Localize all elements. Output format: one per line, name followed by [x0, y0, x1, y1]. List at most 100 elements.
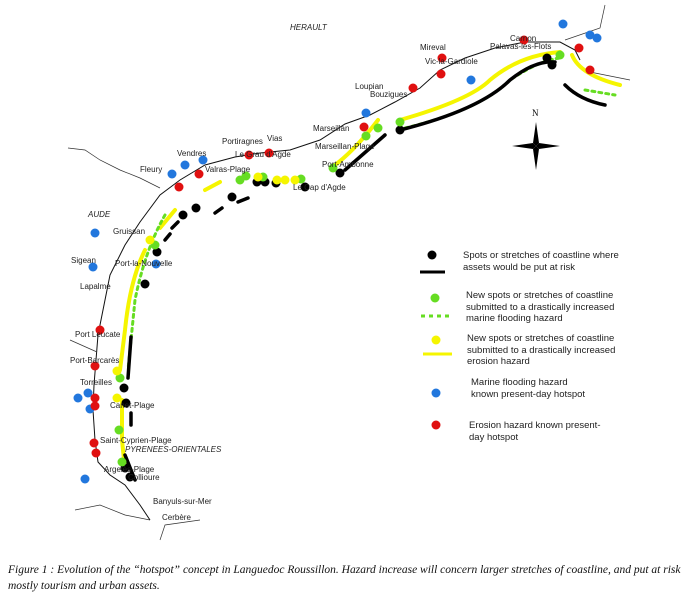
place-label: Cerbère: [162, 513, 191, 522]
place-label: Vias: [267, 134, 283, 143]
place-label: Le Grau d'Agde: [235, 150, 291, 159]
erosion-increase-dot: [253, 172, 263, 182]
flooding-hotspot-dot: [80, 474, 90, 484]
assets-at-risk-stretch: [343, 133, 387, 172]
legend-item-erosion-hotspot: Erosion hazard known present-day hotspot: [469, 420, 601, 443]
erosion-increase-dot: [290, 175, 300, 185]
department-label: HERAULT: [290, 23, 327, 32]
erosion-stretch: [333, 118, 380, 167]
place-label: Carnon: [510, 34, 537, 43]
flooding-hotspot-dot: [361, 108, 371, 118]
assets-at-risk-dot: [178, 210, 188, 220]
place-label: Port-Barcarès: [70, 356, 120, 365]
flooding-hotspot-dot: [558, 19, 568, 29]
erosion-increase-dot: [112, 393, 122, 403]
north-label: N: [532, 108, 539, 118]
assets-at-risk-dot: [152, 247, 162, 257]
place-label: Port-la-Nouvelle: [115, 259, 173, 268]
legend-item-erosion-increase: New spots or stretches of coastline subm…: [467, 333, 616, 367]
place-label: Mireval: [420, 43, 446, 52]
flooding-increase-dot: [115, 373, 125, 383]
erosion-stretch: [118, 180, 222, 472]
place-label: Fleury: [140, 165, 163, 174]
erosion-hotspot-dot: [90, 393, 100, 403]
place-label: Sigean: [71, 256, 96, 265]
erosion-increase-dot: [145, 235, 155, 245]
place-label: Banyuls-sur-Mer: [153, 497, 212, 506]
assets-at-risk-dot: [119, 383, 129, 393]
place-label: Le Cap d'Agde: [293, 183, 346, 192]
place-label: Vendres: [177, 149, 207, 158]
erosion-hotspot-dot: [174, 182, 184, 192]
place-label: Marseillan: [313, 124, 350, 133]
erosion-hotspot-dot: [519, 35, 529, 45]
map-canvas: [67, 4, 631, 541]
place-label: Valras-Plage: [205, 165, 251, 174]
erosion-hotspot-dot: [585, 65, 595, 75]
flooding-hotspot-dot: [73, 393, 83, 403]
place-label: Collioure: [128, 473, 160, 482]
figure-caption: Figure 1 : Evolution of the “hotspot” co…: [8, 564, 681, 592]
assets-at-risk-dot: [542, 53, 552, 63]
place-label: Palavas-les-Flots: [490, 42, 552, 51]
erosion-hotspot-dot: [408, 83, 418, 93]
erosion-hotspot-dot: [91, 448, 101, 458]
place-label: Port Leucate: [75, 330, 121, 339]
legend-item-flooding-hotspot: Marine flooding hazard known present-day…: [471, 377, 586, 400]
place-label: Marseillan-Plage: [315, 142, 375, 151]
erosion-increase-dot: [272, 175, 282, 185]
flooding-increase-dot: [395, 117, 405, 127]
flooding-hotspot-dot: [90, 228, 100, 238]
place-label: Torreilles: [80, 378, 113, 387]
erosion-hotspot-dot: [90, 401, 100, 411]
erosion-increase-dot: [112, 366, 122, 376]
assets-at-risk-dot: [227, 192, 237, 202]
erosion-hotspot-dot: [264, 148, 274, 158]
place-label: Port-Ambonne: [322, 160, 374, 169]
assets-at-risk-dot: [395, 125, 405, 135]
place-label: Portiragnes: [222, 137, 263, 146]
place-label: Bouzigues: [370, 90, 408, 99]
flooding-hotspot-dot: [88, 262, 98, 272]
flooding-hotspot-dot: [585, 30, 595, 40]
flooding-increase-dot: [328, 163, 338, 173]
place-label: Saint-Cyprien-Plage: [100, 436, 172, 445]
erosion-hotspot-dot: [574, 43, 584, 53]
erosion-hotspot-dot: [90, 361, 100, 371]
legend-item-assets-at-risk: Spots or stretches of coastline where as…: [463, 250, 619, 273]
erosion-hotspot-dot: [244, 150, 254, 160]
flooding-hotspot-dot: [83, 388, 93, 398]
assets-at-risk-dot: [125, 472, 135, 482]
department-label: AUDE: [88, 210, 111, 219]
place-label: Argelès-Plage: [104, 465, 155, 474]
flooding-increase-dot: [114, 425, 124, 435]
erosion-hotspot-dot: [359, 122, 369, 132]
flooding-increase-dot: [117, 457, 127, 467]
erosion-hotspot-dot: [436, 69, 446, 79]
flooding-hotspot-dot: [180, 160, 190, 170]
flooding-stretch: [126, 213, 167, 372]
legend-item-flooding-increase: New spots or stretches of coastline subm…: [466, 290, 615, 324]
compass-rose-icon: [512, 122, 560, 170]
place-label: Vic-la-Gardiole: [425, 57, 478, 66]
assets-at-risk-dot: [335, 168, 345, 178]
erosion-stretch: [398, 50, 562, 122]
assets-at-risk-stretch: [123, 196, 250, 482]
flooding-hotspot-dot: [167, 169, 177, 179]
assets-at-risk-dot: [191, 203, 201, 213]
place-label: Gruissan: [113, 227, 146, 236]
flooding-hotspot-dot: [198, 155, 208, 165]
erosion-hotspot-dot: [95, 325, 105, 335]
assets-at-risk-dot: [140, 279, 150, 289]
place-label: Canet-Plage: [110, 401, 155, 410]
place-label: Lapalme: [80, 282, 111, 291]
erosion-hotspot-dot: [89, 438, 99, 448]
assets-at-risk-dot: [121, 398, 131, 408]
flooding-stretch: [583, 88, 617, 97]
flooding-increase-dot: [235, 175, 245, 185]
assets-at-risk-stretch: [563, 83, 607, 107]
erosion-hotspot-dot: [194, 169, 204, 179]
assets-at-risk-dot: [547, 60, 557, 70]
flooding-increase-dot: [555, 50, 565, 60]
